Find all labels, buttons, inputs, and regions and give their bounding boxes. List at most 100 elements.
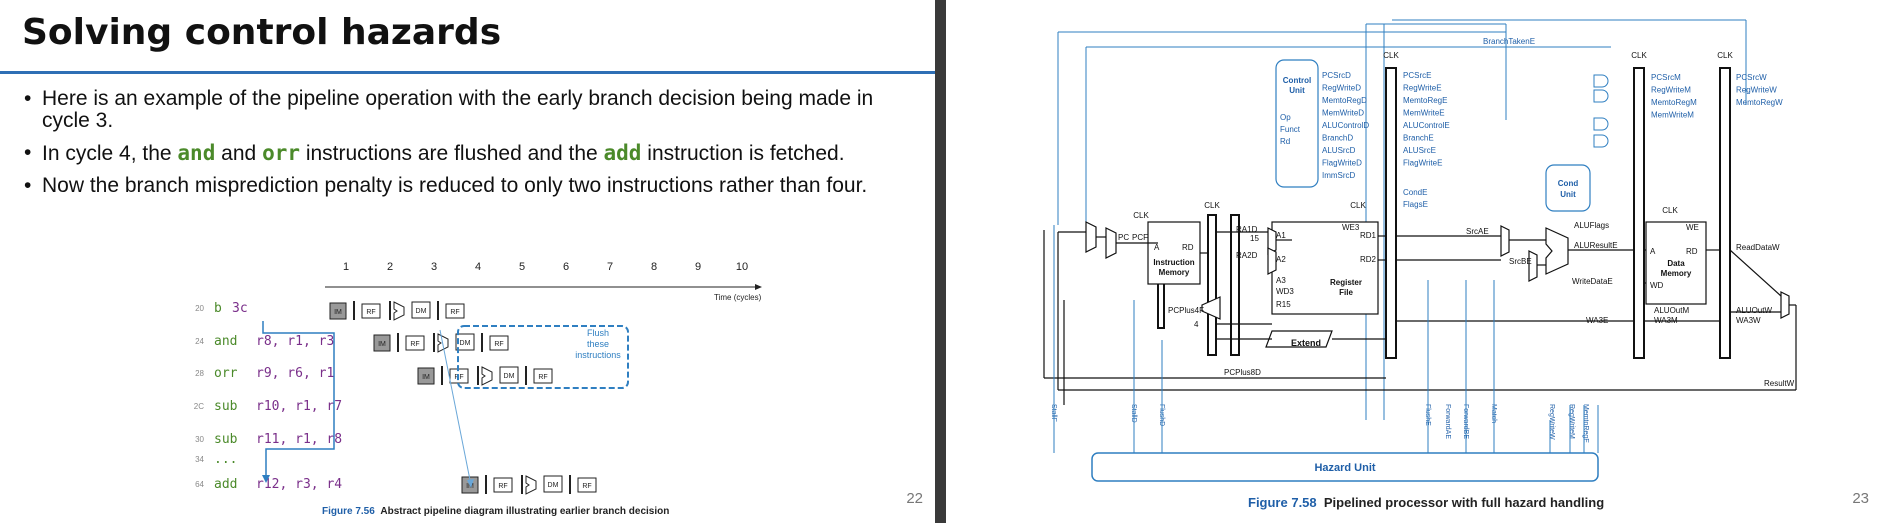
slide-22: Solving control hazards Here is an examp… (0, 0, 935, 523)
imem-title: Instruction (1153, 258, 1194, 267)
instr-address: 30 (195, 435, 204, 444)
stage-dm (411, 301, 431, 319)
instr-opcode: b (214, 301, 222, 316)
hazard-signal-label: RegWriteM (1568, 404, 1575, 439)
stage-dm (455, 333, 475, 351)
hazard-signal-label: MemtoRegE (1582, 404, 1589, 443)
svg-text:IM: IM (466, 483, 474, 490)
stage-rf (405, 335, 425, 351)
execute-signal-label: FlagWriteE (1403, 159, 1442, 168)
time-label: Time (cycles) (714, 293, 762, 302)
imem-rd: RD (1182, 243, 1194, 252)
bullet-2: In cycle 4, the and and orr instructions… (24, 142, 924, 165)
control-output-label: FlagWriteD (1322, 159, 1362, 168)
rf-a3: A3 (1276, 276, 1286, 285)
instr-opcode: orr (214, 366, 238, 381)
instr-operands: r11, r1, r8 (256, 432, 342, 447)
const-15-label: 15 (1250, 234, 1259, 243)
dmem-title: Data (1667, 259, 1685, 268)
svg-text:RF: RF (538, 374, 547, 381)
svg-text:RF: RF (450, 309, 459, 316)
aluoutm-label: ALUOutM (1654, 306, 1689, 315)
pcf-label: PCF (1132, 233, 1148, 242)
control-output-label: BranchD (1322, 134, 1353, 143)
execute-signal-label: ALUControlE (1403, 121, 1450, 130)
control-output-label: MemWriteD (1322, 109, 1364, 118)
svg-text:RF: RF (494, 341, 503, 348)
flush-label-3: instructions (575, 350, 621, 360)
cycle-label: 4 (475, 261, 481, 273)
instr-operands: r9, r6, r1 (256, 366, 334, 381)
clock-label: CLK (1383, 51, 1399, 60)
rf-wd3: WD3 (1276, 287, 1294, 296)
dmem-rd: RD (1686, 247, 1698, 256)
wa3e-label: WA3E (1586, 316, 1608, 325)
bullet-1: Here is an example of the pipeline opera… (24, 88, 924, 132)
control-unit-label-2: Unit (1289, 86, 1305, 95)
svg-text:RF: RF (582, 483, 591, 490)
execute-signal-label: FlagsE (1403, 200, 1428, 209)
stage-rf (361, 303, 381, 319)
imem-title: Memory (1159, 268, 1190, 277)
slide-title: Solving control hazards (22, 12, 502, 53)
imem-a: A (1154, 243, 1160, 252)
stage-dm (499, 366, 519, 384)
pcplus8d-label: PCPlus8D (1224, 368, 1261, 377)
srcae-label: SrcAE (1466, 227, 1489, 236)
clock-label: CLK (1350, 201, 1366, 210)
rf-we3: WE3 (1342, 223, 1360, 232)
svg-text:DM: DM (548, 482, 559, 489)
instr-address: 2C (194, 402, 204, 411)
instr-address: 20 (195, 304, 204, 313)
cycle-label: 5 (519, 261, 525, 273)
svg-text:DM: DM (504, 373, 515, 380)
execute-signal-label: ALUSrcE (1403, 146, 1436, 155)
stage-wb (489, 335, 509, 351)
cond-unit (1545, 164, 1591, 212)
rf-title: File (1339, 288, 1353, 297)
writeback-signal-label: RegWriteW (1736, 86, 1777, 95)
stage-im (417, 367, 435, 385)
rf-rd2: RD2 (1360, 255, 1377, 264)
pcplus4f-label: PCPlus4F (1168, 306, 1204, 315)
instr-opcode: and (214, 334, 237, 349)
execute-signal-label: MemWriteE (1403, 109, 1445, 118)
svg-text:RF: RF (366, 309, 375, 316)
rf-rd1: RD1 (1360, 231, 1377, 240)
readdataw-label: ReadDataW (1736, 243, 1780, 252)
svg-text:IM: IM (334, 309, 342, 316)
aluflags-label: ALUFlags (1574, 221, 1609, 230)
writeback-signal-label: PCSrcW (1736, 73, 1767, 82)
stage-wb (577, 477, 597, 493)
stage-dm (543, 475, 563, 493)
clock-label: CLK (1631, 51, 1647, 60)
control-output-label: MemtoRegD (1322, 96, 1367, 105)
cycle-label: 1 (343, 261, 349, 273)
instr-operands: r12, r3, r4 (256, 477, 342, 492)
rf-title: Register (1330, 278, 1362, 287)
flush-label-2: these (587, 339, 609, 349)
cycle-label: 9 (695, 261, 701, 273)
cycle-label: 2 (387, 261, 393, 273)
instr-operands: r8, r1, r3 (256, 334, 334, 349)
dmem-title: Memory (1661, 269, 1692, 278)
control-output-label: RegWriteD (1322, 84, 1361, 93)
svg-text:IM: IM (422, 374, 430, 381)
control-unit (1275, 59, 1319, 188)
flush-box (457, 325, 629, 389)
ra2d-label: RA2D (1236, 251, 1258, 260)
svg-text:RF: RF (498, 483, 507, 490)
execute-signal-label: BranchE (1403, 134, 1434, 143)
cycle-label: 7 (607, 261, 613, 273)
svg-text:Unit: Unit (1560, 190, 1576, 199)
stage-wb (533, 368, 553, 384)
control-output-label: PCSrcD (1322, 71, 1351, 80)
rf-r15: R15 (1276, 300, 1291, 309)
instr-opcode: add (214, 477, 237, 492)
hazard-signal-label: RegWriteW (1548, 404, 1555, 440)
branch-taken-label: BranchTakenE (1483, 37, 1535, 46)
cycle-label: 10 (736, 261, 748, 273)
stage-im (373, 334, 391, 352)
